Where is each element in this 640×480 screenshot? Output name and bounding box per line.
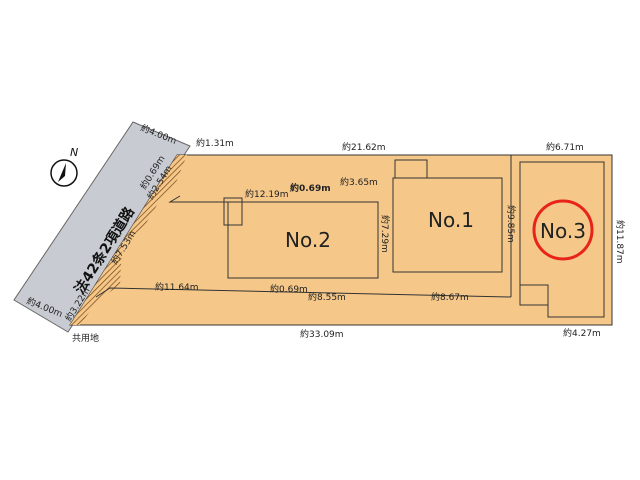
division-line xyxy=(168,195,228,203)
house-no2 xyxy=(227,201,379,279)
dim-lower-left: 約11.64m xyxy=(155,281,199,293)
division-line xyxy=(95,287,512,298)
dim-no2-top-right: 約3.65m xyxy=(340,176,378,188)
house-no1 xyxy=(392,177,503,273)
svg-text:N: N xyxy=(70,146,78,159)
highlight-circle xyxy=(532,199,594,261)
dim-bottom-right: 約4.27m xyxy=(563,327,601,339)
dim-right: 約11.87m xyxy=(614,220,626,264)
dim-lower-middle: 約8.55m xyxy=(308,291,346,303)
dim-no1-bottom: 約8.67m xyxy=(431,291,469,303)
dim-no2-top-offset: 約0.69m xyxy=(290,182,331,194)
dim-lower-offset: 約0.69m xyxy=(270,283,308,295)
lot-label-no1: No.1 xyxy=(428,208,474,232)
compass-icon: N xyxy=(50,146,78,187)
lot-label-no3[interactable]: No.3 xyxy=(540,219,586,243)
road xyxy=(13,121,191,333)
setback-hatch xyxy=(70,155,187,325)
house-no3-porch xyxy=(519,284,549,306)
dim-no2-no1-vertical: 約7.29m xyxy=(379,215,391,253)
dim-no1-no3-vertical: 約9.85m xyxy=(505,205,517,243)
dim-bottom: 約33.09m xyxy=(300,328,344,340)
house-no1-porch xyxy=(394,159,428,179)
dim-top-right: 約6.71m xyxy=(546,141,584,153)
dim-top-middle: 約21.62m xyxy=(342,141,386,153)
house-no2-porch xyxy=(223,197,243,226)
dim-no2-top: 約12.19m xyxy=(245,188,289,200)
dim-top-left-setback: 約1.31m xyxy=(196,137,234,149)
common-area-label: 共用地 xyxy=(72,332,99,344)
lot-label-no2: No.2 xyxy=(285,228,331,252)
